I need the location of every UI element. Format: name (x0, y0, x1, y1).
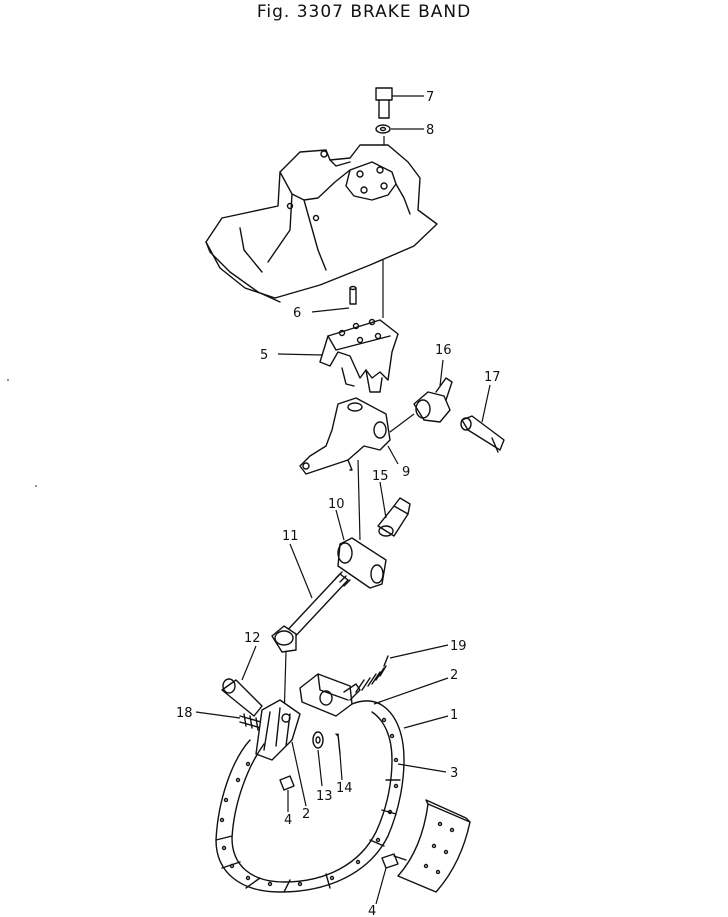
part-8-washer (375, 124, 424, 134)
figure-title: Fig. 3307 BRAKE BAND (256, 2, 472, 22)
callout-16: 16 (435, 343, 452, 358)
callout-17: 17 (484, 370, 501, 385)
housing-cover (205, 144, 438, 303)
part-14-cotter-pin (335, 733, 343, 781)
callout-19: 19 (450, 639, 467, 654)
callout-15: 15 (372, 469, 389, 484)
callout-18: 18 (176, 706, 193, 721)
part-5-bracket (277, 318, 399, 393)
callout-10: 10 (328, 497, 345, 512)
part-6-dowel-pin (311, 285, 357, 313)
callout-3: 3 (450, 766, 458, 781)
part-4-bolt-lower (375, 853, 407, 905)
part-3-lining-segment (397, 763, 471, 893)
callout-8: 8 (426, 123, 434, 138)
part-19-spring (355, 644, 449, 693)
part-11-rod (271, 543, 351, 721)
part-9-lever (299, 397, 415, 475)
band-clevis (255, 699, 301, 761)
part-15-bushing (377, 481, 411, 537)
callout-5: 5 (260, 348, 268, 363)
scan-speck (35, 485, 37, 487)
callout-2-lower: 2 (302, 807, 310, 822)
part-13-washer (312, 731, 324, 787)
callout-13: 13 (316, 789, 333, 804)
band-rivets (219, 717, 399, 887)
callout-4-upper: 4 (284, 813, 292, 828)
part-2-lower-lead (291, 741, 307, 807)
part-4-bolt-upper (279, 775, 295, 812)
part-7-bolt (375, 87, 424, 119)
callout-2-upper: 2 (450, 668, 458, 683)
callout-11: 11 (282, 529, 299, 544)
callout-6: 6 (293, 306, 301, 321)
part-17-pin (460, 384, 505, 453)
callout-7: 7 (426, 90, 434, 105)
assembly-axis-lever (357, 459, 361, 541)
part-2-upper-lead (373, 677, 449, 705)
part-16-clevis (413, 359, 453, 423)
part-12-pin (221, 645, 263, 717)
part-18-bolt (195, 711, 269, 733)
part-1-brake-band (215, 700, 449, 893)
callout-14: 14 (336, 781, 353, 796)
part-10-block (335, 509, 387, 589)
callout-9: 9 (402, 465, 410, 480)
anchor-bracket (299, 673, 361, 717)
callout-4-lower: 4 (368, 904, 376, 917)
callout-12: 12 (244, 631, 261, 646)
callout-1: 1 (450, 708, 458, 723)
scan-speck (7, 379, 9, 381)
